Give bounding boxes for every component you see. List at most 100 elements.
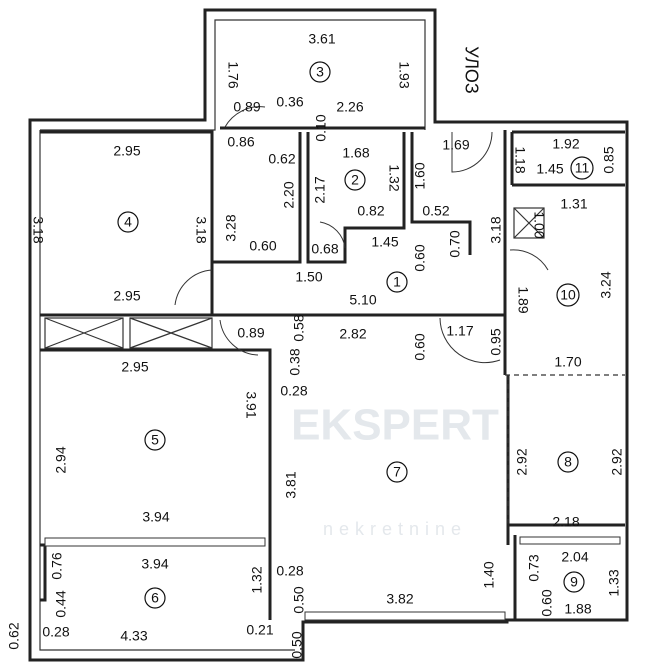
room-number: 1	[393, 274, 401, 290]
dim: 2.04	[561, 549, 588, 565]
room-number: 9	[570, 574, 578, 590]
dim: 2.20	[281, 181, 297, 208]
dim: 0.44	[53, 590, 69, 617]
dim: 1.92	[552, 136, 579, 152]
walls	[28, 8, 629, 662]
room-marker-3: 3	[309, 61, 331, 83]
dim: 1.76	[225, 61, 241, 88]
dim: 1.32	[386, 164, 402, 191]
dim: 2.26	[336, 99, 363, 115]
dim: 3.18	[193, 216, 209, 243]
room-number: 2	[351, 172, 359, 188]
dim: 1.88	[564, 601, 591, 617]
dim: 1.31	[560, 196, 587, 212]
dim: 0.62	[268, 151, 295, 167]
room-number: 10	[560, 287, 576, 303]
dim: 1.00	[531, 211, 547, 238]
dim: 1.33	[606, 569, 622, 596]
dim: 2.95	[113, 143, 140, 159]
room-marker-6: 6	[144, 587, 166, 609]
dim: 1.93	[396, 61, 412, 88]
room-number: 11	[575, 160, 590, 176]
dim: 2.95	[113, 288, 140, 304]
dim: 0.60	[412, 244, 428, 271]
dim: 1.45	[371, 234, 398, 250]
dim: 1.60	[412, 162, 428, 189]
dim: 1.50	[295, 269, 322, 285]
dim: 1.69	[442, 137, 469, 153]
dim: 0.36	[276, 94, 303, 110]
dim: 5.10	[349, 292, 376, 308]
dim: 4.33	[120, 628, 147, 644]
dim: 3.24	[598, 271, 614, 298]
dim: 2.17	[312, 176, 328, 203]
dim: 3.81	[283, 471, 299, 498]
dim: 1.89	[515, 286, 531, 313]
dim: 2.92	[609, 448, 625, 475]
dim: 0.28	[276, 563, 303, 579]
dim: 0.21	[246, 622, 273, 638]
room-number: 6	[151, 590, 159, 606]
dim: 0.60	[249, 238, 276, 254]
dim: 0.82	[357, 203, 384, 219]
dim: 2.82	[339, 326, 366, 342]
dim: 0.10	[313, 114, 329, 141]
dim: 0.68	[311, 241, 338, 257]
room-marker-1: 1	[386, 271, 408, 293]
room-markers: 1 2 3 4 5 6 7 8 9 10 11	[117, 61, 594, 609]
dim: 0.85	[601, 146, 617, 173]
dim: 1.18	[512, 146, 528, 173]
room-marker-2: 2	[344, 169, 366, 191]
room-number: 8	[564, 454, 572, 470]
dim: 2.18	[552, 514, 579, 530]
dim: 1.40	[481, 561, 497, 588]
dim: 3.18	[30, 216, 46, 243]
dim: 0.52	[422, 203, 449, 219]
room-number: 5	[151, 432, 159, 448]
room-marker-8: 8	[557, 451, 579, 473]
dim: 0.28	[42, 624, 69, 640]
watermark-sub: nekretnine	[323, 519, 467, 539]
dim: 0.62	[6, 622, 22, 649]
dim: 0.38	[287, 348, 303, 375]
dim: 0.95	[488, 328, 504, 355]
dim: 1.68	[342, 145, 369, 161]
room-marker-7: 7	[386, 461, 408, 483]
room-marker-10: 10	[556, 283, 580, 307]
dim: 0.50	[291, 586, 307, 613]
room-marker-5: 5	[144, 429, 166, 451]
dim: 3.94	[141, 556, 168, 572]
dim: 3.28	[223, 214, 239, 241]
dim: 0.70	[447, 230, 463, 257]
street-label: УЛОЗ	[461, 46, 481, 94]
dim: 1.32	[249, 566, 265, 593]
dimensions: 3.61 1.76 1.93 0.89 0.36 2.26 0.10 2.95 …	[6, 31, 625, 659]
dim: 0.89	[233, 99, 260, 115]
room-number: 3	[316, 64, 324, 80]
dim: 0.28	[280, 383, 307, 399]
dim: 0.73	[526, 554, 542, 581]
dim: 0.50	[289, 631, 305, 658]
watermark-brand: EKSPERT	[291, 401, 499, 450]
dim: 0.58	[291, 314, 307, 341]
dim: 0.60	[412, 333, 428, 360]
dim: 1.17	[446, 323, 473, 339]
room-marker-4: 4	[117, 211, 139, 233]
dim: 2.92	[514, 448, 530, 475]
room-marker-11: 11	[570, 156, 594, 180]
dim: 1.45	[536, 161, 563, 177]
dim: 2.94	[53, 446, 69, 473]
dim: 0.89	[237, 325, 264, 341]
dim: 3.91	[243, 391, 259, 418]
dim: 0.76	[49, 552, 65, 579]
dim: 3.61	[308, 31, 335, 47]
dim: 1.70	[554, 354, 581, 370]
dim: 3.82	[386, 591, 413, 607]
dim: 0.86	[227, 134, 254, 150]
dim: 3.18	[488, 216, 504, 243]
dim: 0.60	[539, 589, 555, 616]
room-number: 4	[124, 214, 132, 230]
dim: 2.95	[121, 359, 148, 375]
room-marker-9: 9	[563, 571, 585, 593]
